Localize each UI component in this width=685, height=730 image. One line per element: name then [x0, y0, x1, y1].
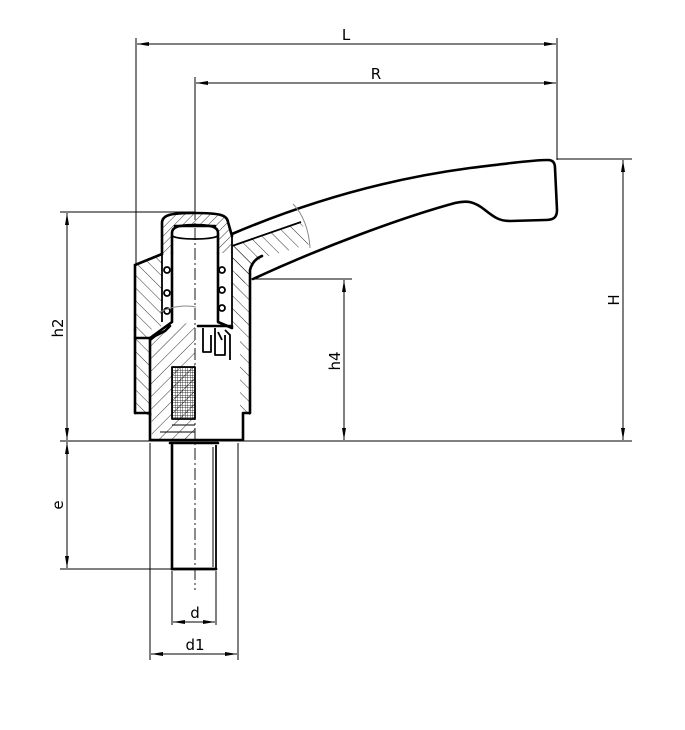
dimension-label-R: R — [371, 65, 381, 83]
dimension-label-h2: h2 — [49, 318, 67, 337]
dimension-label-L: L — [342, 26, 351, 44]
dimension-label-d1: d1 — [185, 636, 204, 654]
dimension-h2: h2 — [49, 213, 69, 440]
lever-arm — [230, 158, 559, 283]
threaded-stud — [168, 441, 220, 571]
hub-section — [133, 211, 264, 442]
spring-coils — [163, 266, 226, 315]
dimension-h4: h4 — [326, 280, 346, 440]
dimension-H: H — [605, 160, 625, 440]
dimension-label-h4: h4 — [326, 351, 344, 370]
dimension-R: R — [196, 65, 556, 85]
dimension-d: d — [173, 604, 215, 624]
knurl-insert — [172, 367, 195, 419]
dimension-label-d: d — [190, 604, 200, 622]
dimension-label-e: e — [49, 500, 67, 509]
dimension-label-H: H — [605, 294, 623, 305]
dimension-L: L — [137, 26, 556, 46]
dimension-e: e — [49, 442, 69, 568]
dimension-d1: d1 — [151, 636, 237, 656]
cam-teeth — [196, 324, 234, 360]
